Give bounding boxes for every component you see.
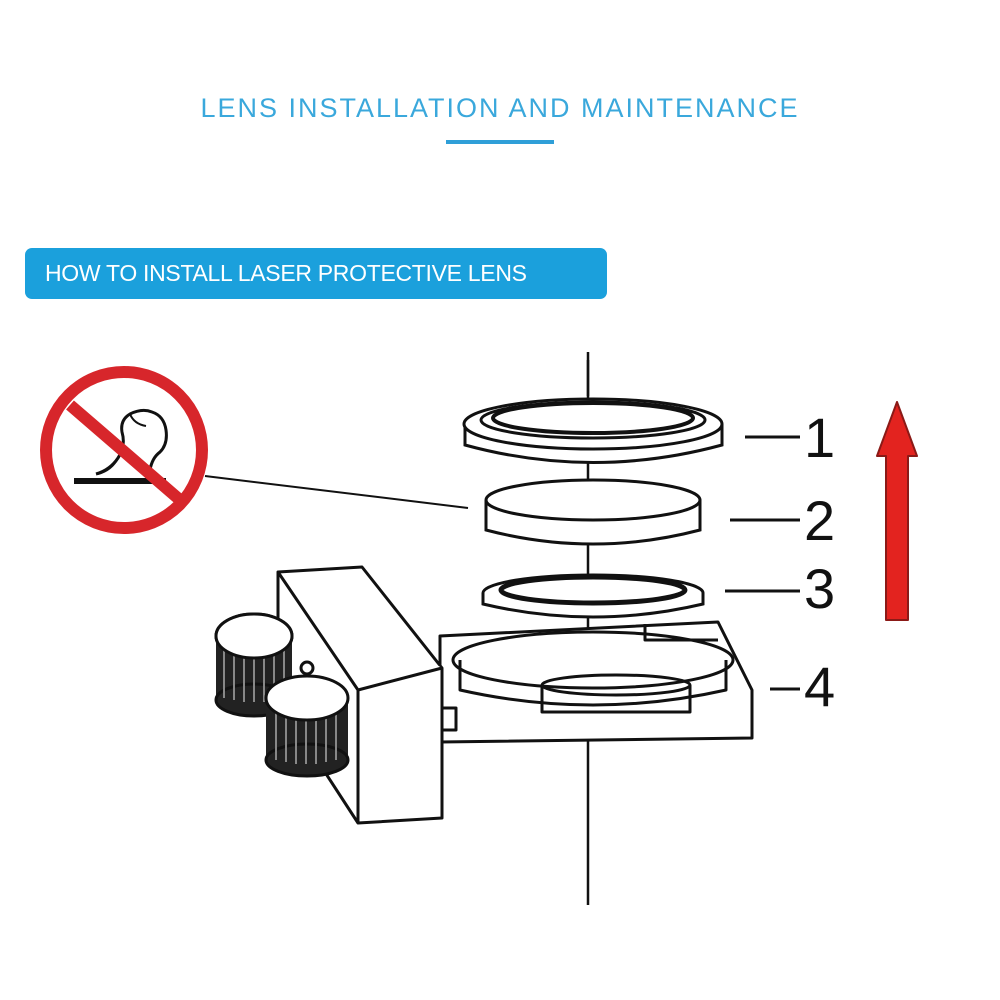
section-banner-label: HOW TO INSTALL LASER PROTECTIVE LENS bbox=[45, 260, 527, 286]
warning-leader-line bbox=[204, 475, 469, 509]
callout-number-4: 4 bbox=[804, 655, 835, 718]
retaining-ring bbox=[462, 397, 724, 464]
title-underline bbox=[446, 140, 554, 144]
page-title: LENS INSTALLATION AND MAINTENANCE bbox=[200, 93, 800, 123]
protective-lens bbox=[484, 478, 702, 546]
up-arrow-icon bbox=[876, 401, 918, 621]
callout-number-2: 2 bbox=[804, 489, 835, 552]
adjustment-knob-lower bbox=[264, 674, 350, 778]
callout-number-1: 1 bbox=[804, 406, 835, 469]
callout-number-3: 3 bbox=[804, 557, 835, 620]
no-touch-lens-icon bbox=[40, 366, 208, 534]
section-banner: HOW TO INSTALL LASER PROTECTIVE LENS bbox=[25, 248, 607, 299]
lens-holder bbox=[276, 565, 754, 825]
seal-ring bbox=[481, 573, 705, 619]
callout-group: 1 2 3 4 bbox=[725, 406, 835, 718]
